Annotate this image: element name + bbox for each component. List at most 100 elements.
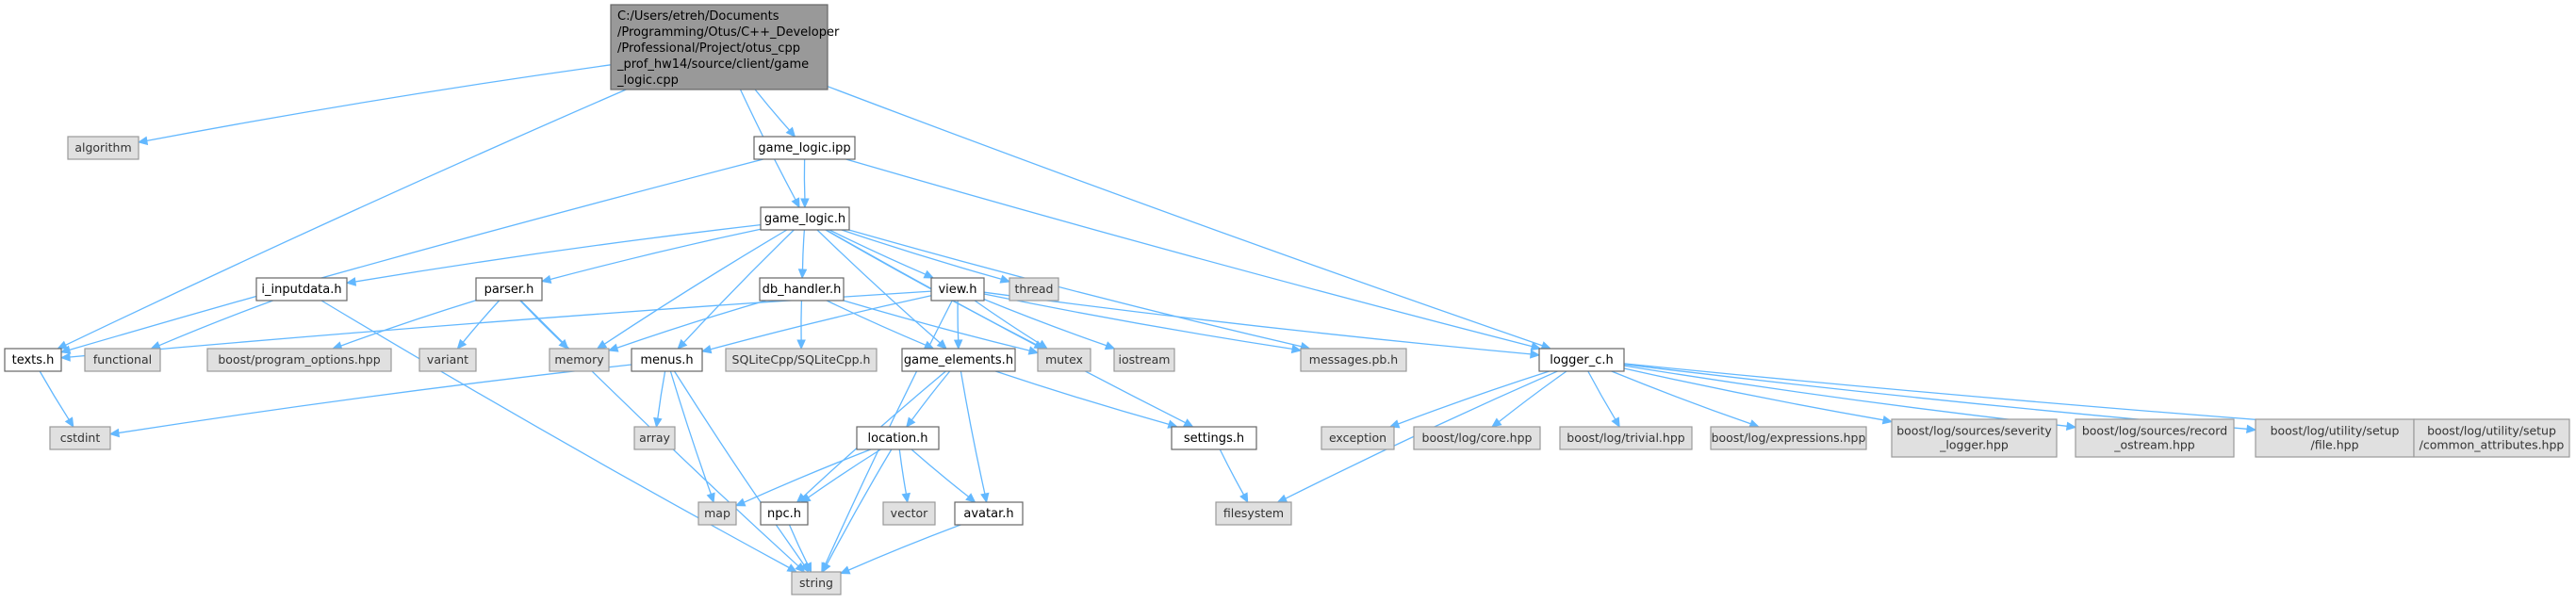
node-variant: variant <box>418 348 477 372</box>
node-label: location.h <box>868 432 928 446</box>
edge-view-to-iostream <box>983 298 1116 350</box>
node-map: map <box>697 501 737 526</box>
edge-menus-to-cstdint <box>108 364 632 438</box>
edge-arrowhead <box>796 339 806 350</box>
node-box <box>610 4 829 90</box>
node-box <box>631 348 703 372</box>
edge-arrowhead <box>965 493 976 503</box>
node-box <box>4 348 62 372</box>
edge-arrowhead <box>803 562 812 574</box>
node-root[interactable]: C:/Users/etreh/Documents/Programming/Otu… <box>610 4 840 90</box>
edge-arrowhead <box>1881 416 1894 425</box>
node-label: db_handler.h <box>763 283 842 297</box>
edge-settings-to-filesystem <box>1219 448 1249 504</box>
edge-line <box>603 229 788 345</box>
node-menus[interactable]: menus.h <box>631 348 703 372</box>
node-location[interactable]: location.h <box>856 426 940 450</box>
edge-game_elements-to-avatar <box>960 370 990 504</box>
edge-arrowhead <box>999 274 1011 284</box>
node-label: map <box>704 506 730 520</box>
node-program_options: boost/program_options.hpp <box>206 348 392 372</box>
node-logger_c[interactable]: logger_c.h <box>1538 348 1625 372</box>
edge-db_handler-to-mutex <box>843 300 1040 355</box>
node-box <box>633 426 676 450</box>
node-vector: vector <box>882 501 936 526</box>
edge-arrowhead <box>57 340 68 350</box>
nodes-layer: C:/Users/etreh/Documents/Programming/Otu… <box>4 4 2570 595</box>
edge-arrowhead <box>137 136 149 146</box>
node-label: string <box>799 576 833 590</box>
node-boost_common: boost/log/utility/setup/common_attribute… <box>2413 418 2570 458</box>
node-box <box>84 348 161 372</box>
edge-line <box>960 370 986 495</box>
edge-game_logic_ipp-to-logger_c <box>845 158 1542 351</box>
edge-line <box>848 229 1302 348</box>
node-box <box>1300 348 1407 372</box>
edge-arrowhead <box>653 416 663 429</box>
edge-line <box>616 300 766 349</box>
edge-arrowhead <box>1182 418 1194 428</box>
node-thread: thread <box>1009 277 1059 302</box>
node-functional: functional <box>84 348 161 372</box>
node-box <box>791 571 842 595</box>
edge-parser-to-variant <box>456 300 500 350</box>
node-label: game_logic.ipp <box>758 141 850 155</box>
edge-arrowhead <box>1530 341 1542 351</box>
node-avatar[interactable]: avatar.h <box>954 501 1024 526</box>
edge-line <box>826 448 893 565</box>
edge-arrowhead <box>607 343 619 352</box>
node-game_logic_ipp[interactable]: game_logic.ipp <box>753 136 856 160</box>
node-label: mutex <box>1045 352 1083 367</box>
node-settings[interactable]: settings.h <box>1171 426 1257 450</box>
edge-line <box>788 524 809 565</box>
node-box <box>255 277 348 302</box>
node-view[interactable]: view.h <box>930 277 985 302</box>
node-boost_severity: boost/log/sources/severity_logger.hpp <box>1891 418 2058 458</box>
node-box <box>1037 348 1091 372</box>
edge-line <box>845 158 1533 348</box>
node-db_handler[interactable]: db_handler.h <box>759 277 845 302</box>
node-label: _logic.cpp <box>616 73 679 88</box>
node-game_elements[interactable]: game_elements.h <box>901 348 1016 372</box>
edge-view-to-menus <box>700 295 932 354</box>
edge-location-to-avatar <box>911 448 976 503</box>
node-label: texts.h <box>12 353 55 367</box>
edge-line <box>816 229 941 344</box>
node-i_inputdata[interactable]: i_inputdata.h <box>255 277 348 302</box>
edge-arrowhead <box>540 274 552 285</box>
edge-game_logic_h-to-parser <box>540 228 762 285</box>
node-boost_core: boost/log/core.hpp <box>1413 426 1541 450</box>
edge-line <box>69 158 763 351</box>
edge-arrowhead <box>906 416 916 428</box>
edge-line <box>65 89 627 346</box>
node-box <box>753 136 856 160</box>
edge-location-to-string <box>822 448 893 574</box>
edge-line <box>898 448 908 495</box>
edges-layer <box>39 64 2416 575</box>
node-texts[interactable]: texts.h <box>4 348 62 372</box>
node-array: array <box>633 426 676 450</box>
edge-arrowhead <box>980 492 990 504</box>
node-exception: exception <box>1321 426 1395 450</box>
node-algorithm: algorithm <box>67 136 139 160</box>
node-label: boost/log/expressions.hpp <box>1712 431 1866 445</box>
edge-arrowhead <box>1104 341 1116 350</box>
edge-line <box>657 370 666 419</box>
node-label: boost/log/core.hpp <box>1422 431 1533 445</box>
node-label: logger_c.h <box>1550 353 1613 367</box>
node-parser[interactable]: parser.h <box>475 277 543 302</box>
node-game_logic_h[interactable]: game_logic.h <box>760 206 850 231</box>
edge-line <box>911 448 970 497</box>
edge-game_logic_h-to-settings <box>826 229 1194 428</box>
node-label: menus.h <box>640 353 693 367</box>
node-boost_trivial: boost/log/trivial.hpp <box>1559 426 1693 450</box>
edge-arrowhead <box>108 428 120 438</box>
edge-texts-to-cstdint <box>39 370 74 429</box>
node-label: _ostream.hpp <box>2113 438 2195 452</box>
node-label: messages.pb.h <box>1309 352 1398 367</box>
edge-line <box>158 300 273 347</box>
edge-i_inputdata-to-string <box>320 300 798 573</box>
edge-view-to-logger_c <box>983 291 1541 359</box>
node-npc[interactable]: npc.h <box>760 501 809 526</box>
edge-i_inputdata-to-functional <box>150 300 273 350</box>
